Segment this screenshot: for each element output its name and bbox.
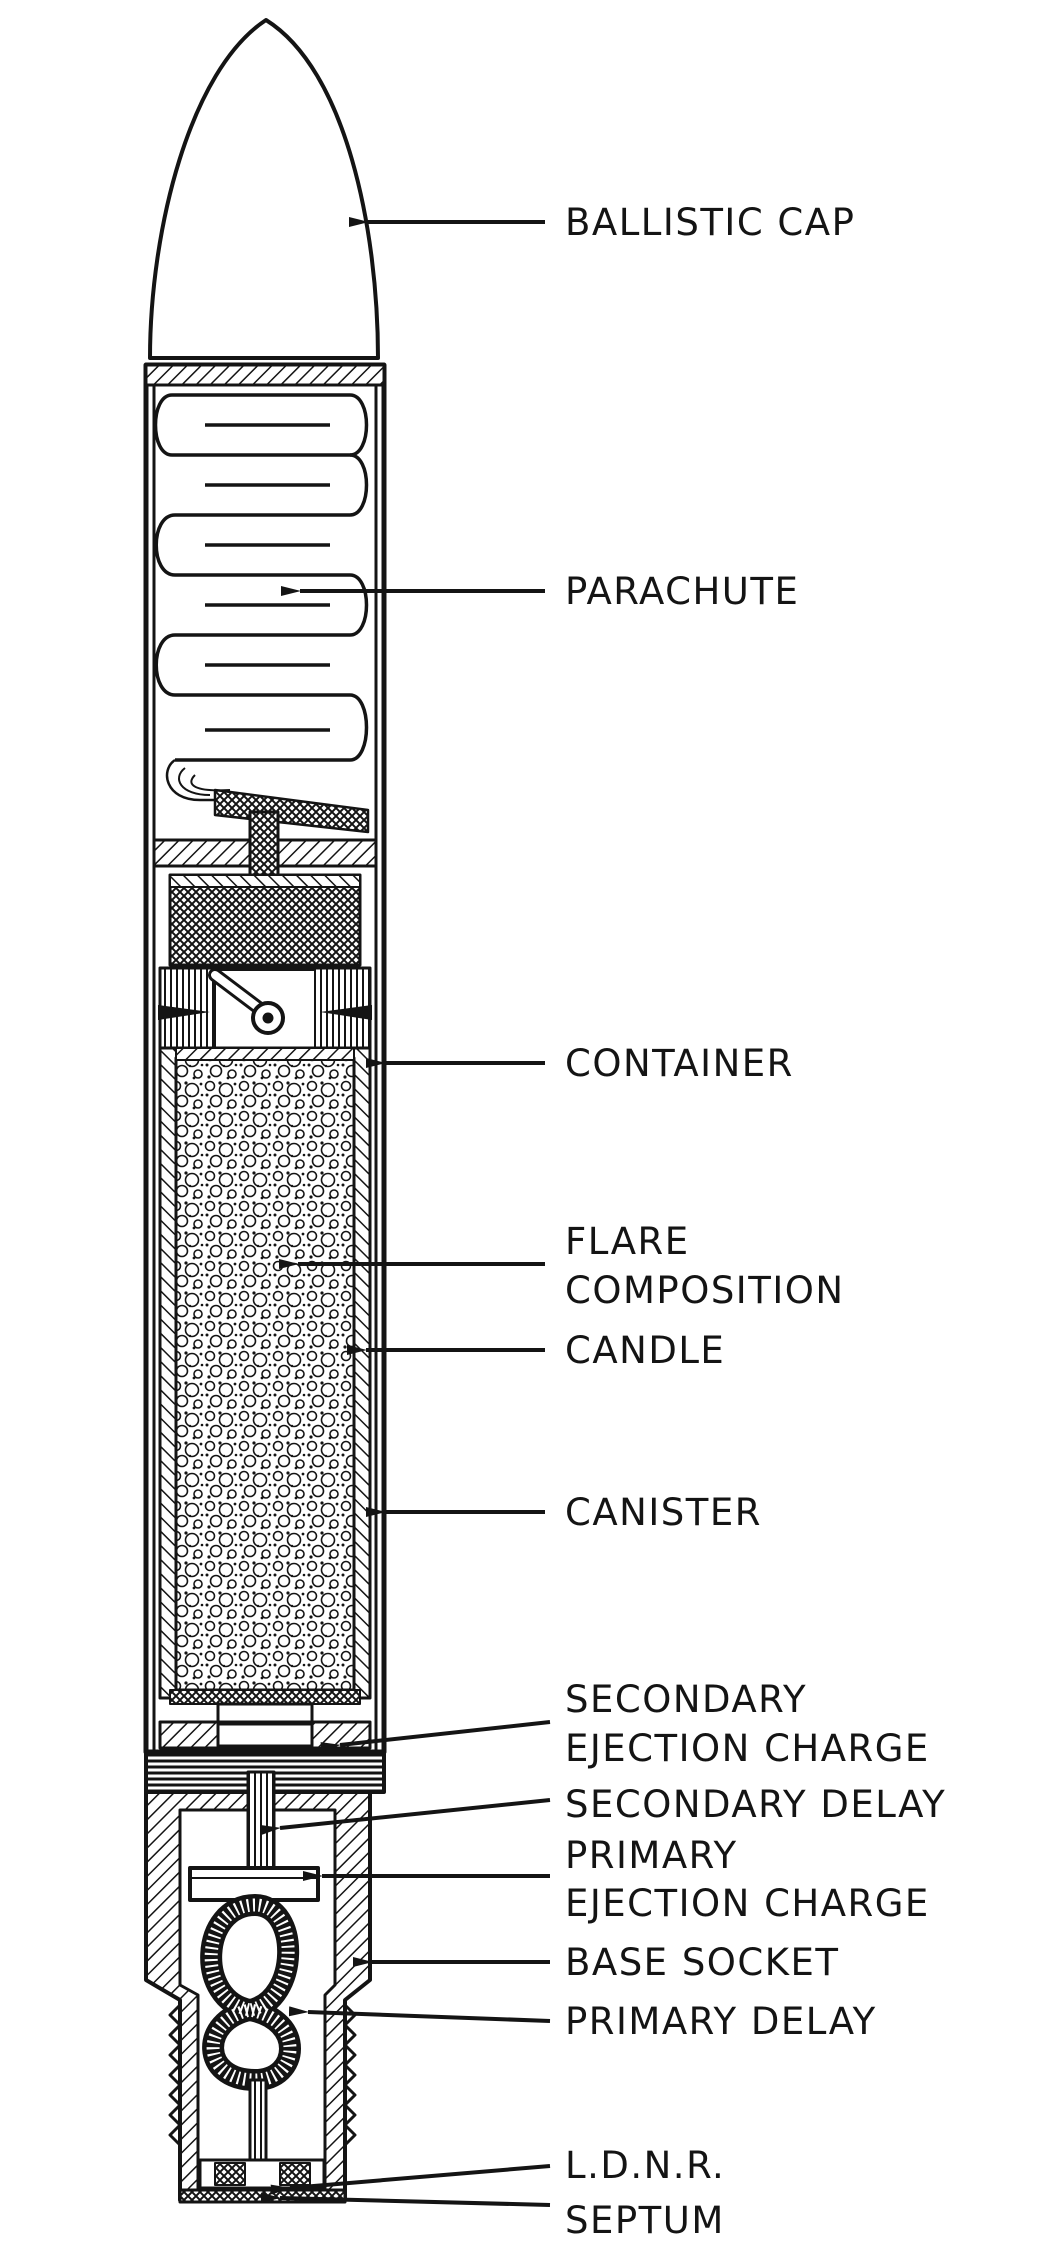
top-plate: [144, 363, 386, 387]
parachute-folds: [153, 393, 369, 802]
label-secondary-delay: SECONDARY DELAY: [565, 1783, 946, 1826]
label-canister: CANISTER: [565, 1491, 762, 1534]
cartridge-drawing: [143, 18, 387, 2204]
leader-secondary-delay: [260, 1798, 551, 1835]
label-ballistic-cap: BALLISTIC CAP: [565, 201, 855, 244]
label-septum: SEPTUM: [565, 2199, 725, 2242]
label-primary-ejection-charge-line2: EJECTION CHARGE: [565, 1882, 930, 1925]
secondary-delay-column: [246, 1770, 276, 1874]
label-primary-delay: PRIMARY DELAY: [565, 2000, 877, 2043]
label-base-socket: BASE SOCKET: [565, 1941, 840, 1984]
label-candle: CANDLE: [565, 1329, 725, 1372]
ballistic-cap-shape: [148, 18, 380, 360]
label-flare-composition-line2: COMPOSITION: [565, 1269, 845, 1312]
label-primary-ejection-charge-line1: PRIMARY: [565, 1834, 738, 1877]
label-parachute: PARACHUTE: [565, 570, 799, 613]
label-secondary-ejection-charge-line2: EJECTION CHARGE: [565, 1727, 930, 1770]
label-flare-composition-line1: FLARE: [565, 1220, 690, 1263]
leader-secondary-ejection-charge: [320, 1720, 551, 1753]
shroud-lines: [213, 788, 370, 834]
leader-septum: [260, 2192, 551, 2207]
label-ldnr: L.D.N.R.: [565, 2144, 725, 2187]
label-container: CONTAINER: [565, 1042, 794, 1085]
leader-lines: [260, 217, 551, 2207]
labels: BALLISTIC CAP PARACHUTE CONTAINER FLARE …: [565, 201, 946, 2242]
label-secondary-ejection-charge-line1: SECONDARY: [565, 1678, 807, 1721]
leader-primary-delay: [288, 2006, 551, 2023]
flare-composition-fill: [174, 1056, 356, 1692]
leader-ldnr: [270, 2164, 551, 2195]
